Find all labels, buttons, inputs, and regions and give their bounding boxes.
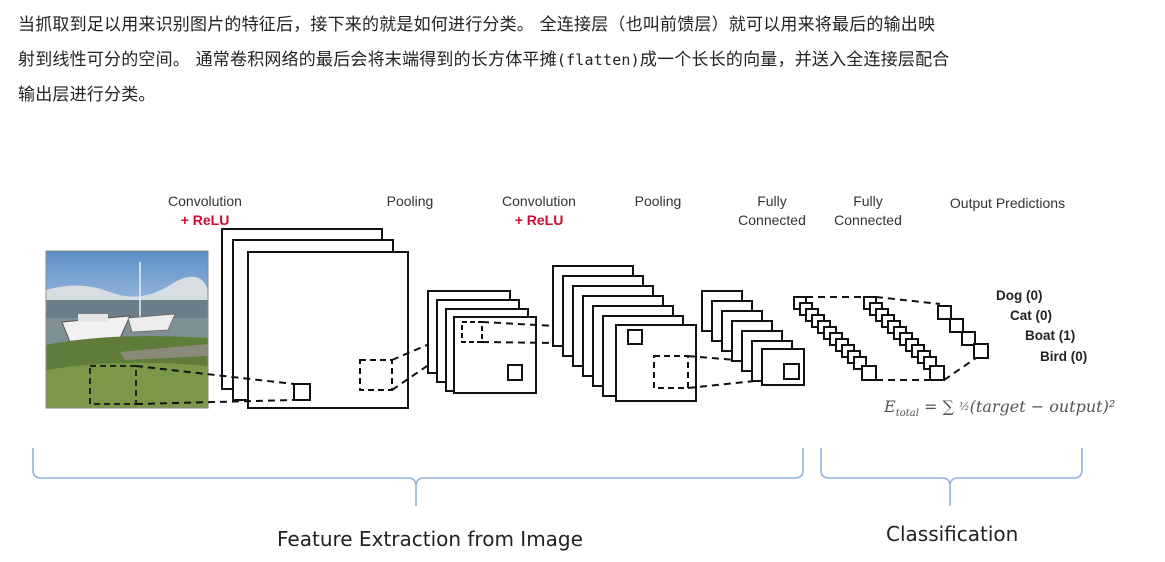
pool1-title: Pooling xyxy=(386,193,434,209)
fc1-neurons xyxy=(793,296,877,381)
intro-paragraph: 当抓取到足以用来识别图片的特征后，接下来的就是如何进行分类。 全连接层（也叫前馈… xyxy=(18,8,1143,113)
prediction-dog: Dog (0) xyxy=(996,288,1043,303)
feature-extraction-label: Feature Extraction from Image xyxy=(277,527,583,551)
fc1-title-line2: Connected xyxy=(738,212,806,228)
paragraph-line-3: 输出层进行分类。 xyxy=(18,85,156,105)
conv1-neuron xyxy=(293,383,311,401)
conv1-title: Convolution xyxy=(168,193,242,209)
fc2-neurons xyxy=(863,296,945,381)
formula-e: E xyxy=(884,397,896,416)
feature-extraction-brace xyxy=(32,448,804,506)
paragraph-line-2: 射到线性可分的空间。 通常卷积网络的最后会将末端得到的长方体平摊(flatten… xyxy=(18,43,1143,78)
output-label: Output Predictions xyxy=(930,194,1085,213)
conv2-feature-maps xyxy=(552,265,697,402)
conv1-label: Convolution + ReLU xyxy=(150,192,260,230)
conv2-activation: + ReLU xyxy=(514,212,564,228)
conv2-title: Convolution xyxy=(502,193,576,209)
formula-rest: (target − output)² xyxy=(969,397,1116,416)
conv1-pool-window xyxy=(359,359,393,391)
flatten-code: (flatten) xyxy=(556,51,640,69)
pool2-title: Pooling xyxy=(634,193,682,209)
input-boat-photo xyxy=(45,250,209,409)
prediction-bird: Bird (0) xyxy=(1040,349,1088,364)
pool2-neuron xyxy=(783,363,800,380)
input-receptive-field xyxy=(89,365,137,405)
pool1-label: Pooling xyxy=(370,192,450,211)
pool1-neuron xyxy=(507,364,523,381)
conv2-pool-window xyxy=(653,355,689,389)
formula-subscript: total xyxy=(895,408,919,420)
output-title: Output Predictions xyxy=(949,195,1066,211)
prediction-cat: Cat (0) xyxy=(1010,308,1053,323)
paragraph-line-2a: 射到线性可分的空间。 通常卷积网络的最后会将末端得到的长方体平摊 xyxy=(18,50,557,70)
fc1-title-line1: Fully xyxy=(757,193,787,209)
fc1-label: Fully Connected xyxy=(726,192,818,230)
paragraph-line-1: 当抓取到足以用来识别图片的特征后，接下来的就是如何进行分类。 全连接层（也叫前馈… xyxy=(18,15,936,35)
formula-fraction: ½ xyxy=(959,400,970,413)
fc-connection-lines xyxy=(806,296,977,381)
pool1-conv-window xyxy=(461,321,483,343)
fc2-title-line1: Fully xyxy=(853,193,883,209)
pool2-label: Pooling xyxy=(618,192,698,211)
classification-brace xyxy=(820,448,1083,506)
paragraph-line-2b: 成一个长长的向量，并送入全连接层配合 xyxy=(639,50,950,70)
prediction-boat: Boat (1) xyxy=(1025,328,1076,343)
conv2-label: Convolution + ReLU xyxy=(484,192,594,230)
conv2-neuron xyxy=(627,329,643,345)
output-neurons xyxy=(937,305,989,359)
loss-formula: Etotal = ∑ ½(target − output)² xyxy=(884,397,1115,419)
formula-eq: = ∑ xyxy=(918,397,959,416)
fc2-label: Fully Connected xyxy=(822,192,914,230)
conv1-feature-maps xyxy=(221,228,409,409)
conv1-activation: + ReLU xyxy=(180,212,230,228)
fc2-title-line2: Connected xyxy=(834,212,902,228)
classification-label: Classification xyxy=(886,522,1019,546)
